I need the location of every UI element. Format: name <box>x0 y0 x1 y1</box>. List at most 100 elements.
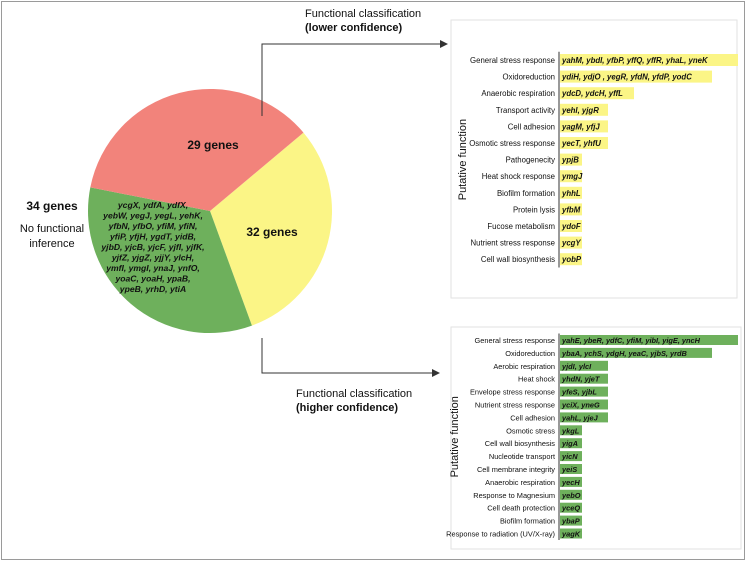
higher-category-label: Cell adhesion <box>510 413 555 422</box>
unknown-gene-line: ypeB, yrhD, ytiA <box>119 284 186 294</box>
higher-category-label: Cell membrane integrity <box>477 465 555 474</box>
lower-category-label: Nutrient stress response <box>470 239 555 248</box>
unknown-gene-line: yoaC, yoaH, ypaB, <box>115 274 191 284</box>
lower-category-label: Cell adhesion <box>508 122 555 131</box>
lower-bar-gene-label: yhhL <box>561 189 581 198</box>
lower-bar-gene-label: ycgY <box>561 239 581 248</box>
higher-category-label: Biofilm formation <box>500 517 555 526</box>
arrowhead-lower <box>440 40 448 48</box>
unknown-caption-line-1: No functional <box>20 223 84 235</box>
higher-category-label: Cell wall biosynthesis <box>485 439 556 448</box>
higher-bar <box>560 335 738 345</box>
lower-category-label: Osmotic stress response <box>469 139 555 148</box>
higher-bar-gene-label: yceQ <box>561 504 580 513</box>
higher-bar <box>560 399 608 410</box>
lower-category-label: Heat shock response <box>482 172 555 181</box>
higher-bar-gene-label: yahE, ybeR, ydfC, yfiM, yibI, yigE, yncH <box>561 336 701 345</box>
lower-bar-gene-label: ydoF <box>561 222 581 231</box>
lower-title: Functional classification <box>305 8 421 20</box>
lower-bar <box>560 236 582 249</box>
lower-ylabel: Putative function <box>457 119 469 200</box>
higher-bar-gene-label: yjdI, ylcI <box>561 362 592 371</box>
lower-category-label: Transport activity <box>496 106 555 115</box>
unknown-gene-line: yfbN, yfbO, yfiM, yfiN, <box>108 221 198 231</box>
higher-bar <box>560 451 582 462</box>
lower-category-label: Protein lysis <box>513 205 555 214</box>
higher-bar-gene-label: yagK <box>561 530 581 539</box>
unknown-gene-line: yjfZ, yjgZ, yjjY, ylcH, <box>111 253 194 263</box>
arrowhead-higher <box>432 369 440 377</box>
pie-chart <box>88 88 332 333</box>
higher-bar-gene-label: yciX, yneG <box>561 401 600 410</box>
higher-category-label: Aerobic respiration <box>493 362 555 371</box>
higher-bar <box>560 360 608 371</box>
higher-category-label: Oxidoreduction <box>505 349 555 358</box>
lower-bar <box>560 186 582 199</box>
lower-bar <box>560 120 608 133</box>
lower-bar-gene-label: yehI, yjgR <box>561 106 599 115</box>
higher-bar <box>560 515 582 526</box>
lower-bar <box>560 70 712 83</box>
lower-category-label: Biofilm formation <box>497 189 555 198</box>
lower-category-label: Anaerobic respiration <box>481 89 555 98</box>
pie-slice-green <box>88 187 252 333</box>
higher-bar <box>560 476 582 487</box>
lower-category-label: General stress response <box>470 56 555 65</box>
higher-ylabel: Putative function <box>449 396 461 477</box>
lower-bar-gene-label: yfbM <box>561 205 581 214</box>
higher-bar <box>560 528 582 539</box>
lower-bar-gene-label: yagM, yfjJ <box>561 122 600 131</box>
higher-bar <box>560 373 608 384</box>
lower-bar-gene-label: yecT, yhfU <box>561 139 601 148</box>
arrow-to-lower-confidence <box>261 43 440 116</box>
higher-bar-gene-label: yeiS <box>561 465 577 474</box>
higher-bar <box>560 425 582 436</box>
lower-bar <box>560 103 608 116</box>
lower-bar-gene-label: yahM, ybdI, yfbP, yffQ, yffR, yhaL, yneK <box>561 56 709 65</box>
lower-subtitle: (lower confidence) <box>305 22 403 34</box>
lower-bar <box>560 203 582 216</box>
higher-bar <box>560 438 582 449</box>
higher-bar-gene-label: yebO <box>561 491 581 500</box>
lower-bar <box>560 54 738 66</box>
lower-bar-gene-label: ymgJ <box>561 172 583 181</box>
pie-slice-yellow <box>210 132 332 326</box>
lower-bar <box>560 137 608 149</box>
higher-category-label: Response to Magnesium <box>473 491 555 500</box>
higher-category-label: Nutrient stress response <box>475 401 555 410</box>
lower-category-label: Cell wall biosynthesis <box>481 255 555 264</box>
lower-confidence-bar-chart: General stress response yahM, ybdI, yfbP,… <box>469 51 738 268</box>
lower-bar <box>560 220 582 232</box>
higher-bar-gene-label: yigA <box>561 439 578 448</box>
higher-category-label: Response to radiation (UV/X-ray) <box>446 530 555 539</box>
higher-category-label: Heat shock <box>518 375 555 384</box>
lower-category-label: Pathogenecity <box>506 156 556 165</box>
unknown-gene-list: ycgX, ydfA, ydfX,yebW, yegJ, yegL, yehK,… <box>100 200 204 294</box>
higher-title: Functional classification <box>296 388 412 400</box>
pie-slice-label-yellow: 29 genes <box>187 138 239 152</box>
higher-bar-gene-label: yfeS, yjbL <box>561 388 597 397</box>
lower-category-label: Fucose metabolism <box>487 222 555 231</box>
unknown-gene-line: yebW, yegJ, yegL, yehK, <box>102 211 203 221</box>
higher-category-label: Nucleotide transport <box>489 452 555 461</box>
unknown-genes-count: 34 genes <box>26 199 78 213</box>
higher-bar <box>560 412 608 423</box>
lower-panel-border <box>450 19 738 299</box>
higher-bar-gene-label: yahL, yjeJ <box>561 413 599 422</box>
lower-bar-gene-label: ydiH, ydjO , yegR, yfdN, yfdP, yodC <box>561 73 692 82</box>
higher-bar <box>560 347 712 358</box>
unknown-caption-line-2: inference <box>29 238 74 250</box>
higher-category-label: Cell death protection <box>487 504 555 513</box>
lower-bar <box>560 87 634 100</box>
lower-bar-gene-label: yobP <box>561 255 582 264</box>
unknown-gene-line: yfiP, yfjH, ygdT, yidB, <box>109 232 196 242</box>
lower-bar <box>560 253 582 266</box>
lower-bar-gene-label: ypjB <box>561 156 579 165</box>
higher-category-label: Envelope stress response <box>470 388 555 397</box>
pie-slice-red <box>90 88 304 211</box>
higher-bar-gene-label: yecH <box>561 478 580 487</box>
higher-category-label: Osmotic stress <box>506 426 555 435</box>
higher-bar-gene-label: yicN <box>561 452 578 461</box>
